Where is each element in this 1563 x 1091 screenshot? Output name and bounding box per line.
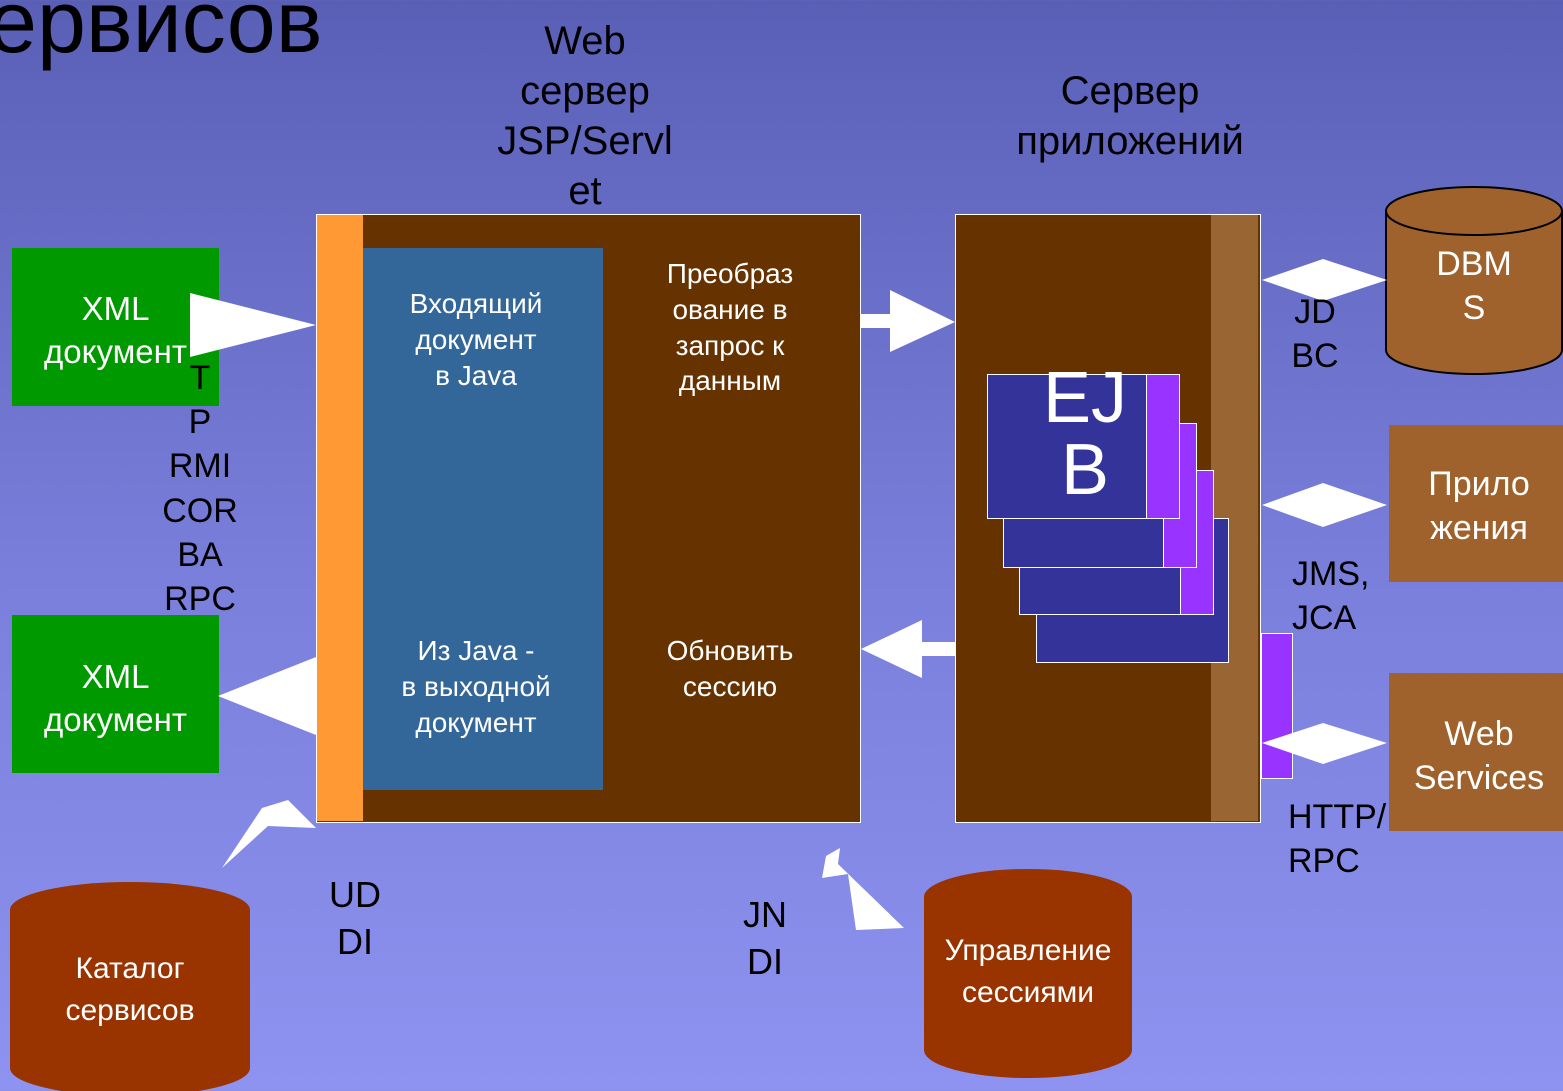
http-rpc-label: HTTP/ RPC xyxy=(1288,798,1387,881)
xml-doc-in-box xyxy=(12,248,219,406)
protocols-label: T P RMI COR BA RPC xyxy=(162,359,238,618)
apps-label: Прило жения xyxy=(1428,465,1530,548)
xml-doc-out-label: XML документ xyxy=(44,658,187,738)
jdbc-label: JD BC xyxy=(1291,293,1339,376)
arrow-jms xyxy=(1262,483,1387,527)
arrow-xml-out xyxy=(218,657,316,735)
ejb-label: EJ B xyxy=(1042,358,1128,510)
dbms-cylinder xyxy=(1385,186,1563,375)
arrow-http xyxy=(1262,723,1387,764)
xml-doc-out-box xyxy=(12,615,219,773)
arrow-jdbc xyxy=(1262,259,1387,301)
update-session-label: Обновить сессию xyxy=(666,635,794,702)
jms-jca-label: JMS, JCA xyxy=(1292,555,1370,638)
arrow-xml-in xyxy=(190,293,316,357)
session-cylinder xyxy=(924,869,1132,1078)
xml-doc-in-label: XML документ xyxy=(44,290,187,370)
session-mgmt-label: Управление сессиями xyxy=(944,934,1112,1009)
app-server-label: Сервер приложений xyxy=(1016,69,1244,163)
web-services-label: Web Services xyxy=(1413,715,1545,798)
web-services-adapter xyxy=(1261,633,1293,779)
web-server-orange-bar xyxy=(317,215,363,821)
page-title: ервисов xyxy=(0,0,323,71)
catalog-label: Каталог сервисов xyxy=(65,952,195,1027)
transform-label: Преобраз ование в запрос к данным xyxy=(666,258,794,397)
java-panel xyxy=(363,248,603,790)
output-doc-label: Из Java - в выходной документ xyxy=(401,635,551,738)
jndi-label: JN DI xyxy=(743,894,787,982)
web-server-label: Web сервер JSP/Servl et xyxy=(497,19,673,213)
catalog-cylinder xyxy=(10,882,250,1091)
arrow-web-to-app xyxy=(861,290,955,352)
arrow-app-to-web xyxy=(861,620,955,678)
dbms-label: DBM S xyxy=(1436,245,1512,328)
arrow-jndi xyxy=(822,848,904,930)
uddi-label: UD DI xyxy=(329,874,381,962)
input-doc-label: Входящий документ в Java xyxy=(409,288,543,391)
ejb-card-1-accent xyxy=(1146,374,1180,519)
apps-box xyxy=(1389,425,1563,582)
web-services-box xyxy=(1389,673,1563,831)
